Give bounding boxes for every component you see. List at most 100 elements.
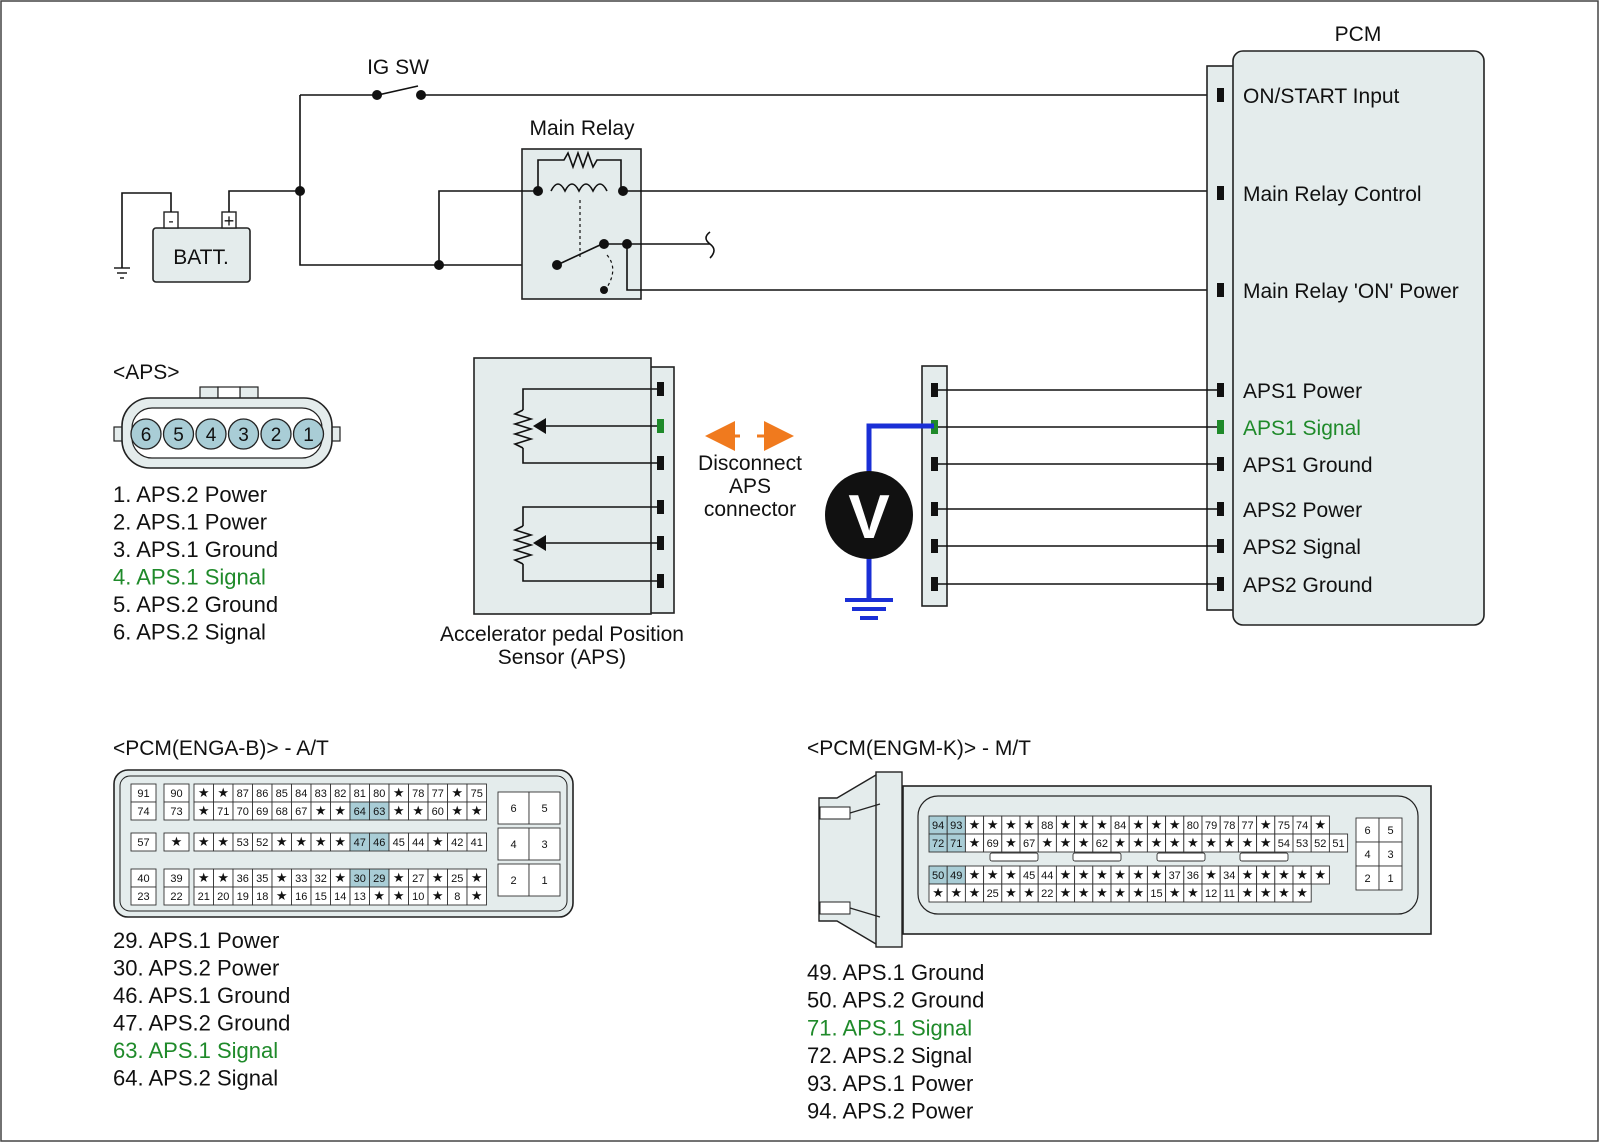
cavity-number: ★ [1314, 817, 1326, 832]
cavity-number: ★ [171, 834, 183, 849]
cavity-number: ★ [432, 834, 444, 849]
cavity-number: 75 [1278, 820, 1290, 832]
cavity-number: 4 [510, 839, 516, 851]
cavity-number: 85 [276, 788, 288, 800]
connector-cavity [1328, 833, 1349, 853]
cavity-number: ★ [1114, 885, 1126, 900]
cavity-number: ★ [1005, 817, 1017, 832]
aps-pin-number: 1 [303, 425, 314, 446]
cavity-number: 35 [256, 873, 268, 885]
aps-pin-number: 5 [173, 425, 184, 446]
cavity-number: 12 [1205, 888, 1217, 900]
cavity-number: 80 [373, 788, 385, 800]
cavity-number: ★ [1060, 885, 1072, 900]
cavity-number: ★ [334, 870, 346, 885]
cavity-number: ★ [1005, 885, 1017, 900]
cavity-number: 3 [541, 839, 547, 851]
cavity-number: 34 [1223, 870, 1235, 882]
cavity-number: 54 [1278, 838, 1290, 850]
cavity-number: 86 [256, 788, 268, 800]
pin-legend-item: 29. APS.1 Power [113, 928, 279, 953]
pin-legend-item: 47. APS.2 Ground [113, 1011, 290, 1036]
connector-cavity [130, 886, 157, 906]
cavity-number: 44 [1041, 870, 1053, 882]
harness-pin [931, 383, 938, 397]
cavity-number: 30 [354, 873, 366, 885]
cavity-number: ★ [412, 803, 424, 818]
connector-key [989, 852, 1039, 862]
cavity-number: 37 [1169, 870, 1181, 882]
sensor-pin [657, 536, 664, 550]
cavity-number: 29 [373, 873, 385, 885]
cavity-number: ★ [334, 834, 346, 849]
pcm-terminal-pin [1217, 283, 1224, 297]
cavity-number: 71 [950, 838, 962, 850]
pin-legend-item: 5. APS.2 Ground [113, 592, 278, 617]
cavity-number: ★ [1132, 885, 1144, 900]
pin-legend-item: 64. APS.2 Signal [113, 1066, 278, 1091]
cavity-number: 57 [137, 837, 149, 849]
cavity-number: ★ [334, 803, 346, 818]
aps-pin-number: 3 [238, 425, 249, 446]
cavity-number: 60 [432, 806, 444, 818]
cavity-number: ★ [1260, 817, 1272, 832]
cavity-number: ★ [1151, 867, 1163, 882]
pin-legend-item: 1. APS.2 Power [113, 482, 267, 507]
cavity-number: ★ [1005, 835, 1017, 850]
cavity-number: 16 [295, 891, 307, 903]
cavity-number: ★ [1023, 885, 1035, 900]
pin-legend-item: 94. APS.2 Power [807, 1099, 973, 1124]
cavity-number: 6 [510, 803, 516, 815]
cavity-number: 78 [1223, 820, 1235, 832]
cavity-number: 27 [412, 873, 424, 885]
cavity-number: 90 [170, 788, 182, 800]
cavity-number: ★ [295, 834, 307, 849]
connector-key [1239, 852, 1289, 862]
pcm-terminal-label: APS2 Power [1243, 499, 1362, 522]
pin-legend-item: 49. APS.1 Ground [807, 960, 984, 985]
ground-symbol [114, 267, 130, 279]
aps-pin [130, 418, 162, 450]
cavity-number: 72 [932, 838, 944, 850]
pcm-terminal-label: APS1 Ground [1243, 454, 1373, 477]
pin-legend-item: 93. APS.1 Power [807, 1071, 973, 1096]
cavity-number: 15 [1150, 888, 1162, 900]
cavity-number: ★ [1151, 817, 1163, 832]
cavity-number: 40 [137, 873, 149, 885]
cavity-number: ★ [969, 885, 981, 900]
pcm-terminal-label: APS2 Signal [1243, 536, 1361, 559]
pcm-terminal-pin [1217, 457, 1224, 471]
cavity-number: 75 [471, 788, 483, 800]
cavity-number: ★ [969, 817, 981, 832]
aps-pin [227, 418, 260, 450]
aps-pin-number: 2 [271, 425, 282, 446]
cavity-number: 84 [1114, 820, 1126, 832]
battery: - + BATT. [152, 211, 251, 283]
cavity-number: 70 [237, 806, 249, 818]
cavity-number: 67 [1023, 838, 1035, 850]
pin-legend-item: 50. APS.2 Ground [807, 988, 984, 1013]
cavity-number: 8 [454, 891, 460, 903]
cavity-number: 69 [987, 838, 999, 850]
main-relay-label: Main Relay [529, 117, 635, 140]
cavity-number: ★ [373, 888, 385, 903]
cavity-number: 22 [1041, 888, 1053, 900]
cavity-number: 78 [412, 788, 424, 800]
cavity-number: ★ [471, 803, 483, 818]
connector-cavity [163, 886, 190, 906]
cavity-number: 33 [295, 873, 307, 885]
cavity-number: ★ [1078, 835, 1090, 850]
cavity-number: ★ [451, 803, 463, 818]
connector-cavity [130, 801, 157, 821]
cavity-number: 47 [354, 837, 366, 849]
pcm-terminal-pin [1217, 577, 1224, 591]
cavity-number: ★ [1078, 817, 1090, 832]
cavity-number: ★ [1260, 835, 1272, 850]
aps-connector-title: <APS> [113, 361, 180, 384]
cavity-number: ★ [315, 803, 327, 818]
cavity-number: 13 [354, 891, 366, 903]
connector-cavity [466, 886, 487, 906]
cavity-number: 45 [393, 837, 405, 849]
cavity-number: ★ [987, 867, 999, 882]
